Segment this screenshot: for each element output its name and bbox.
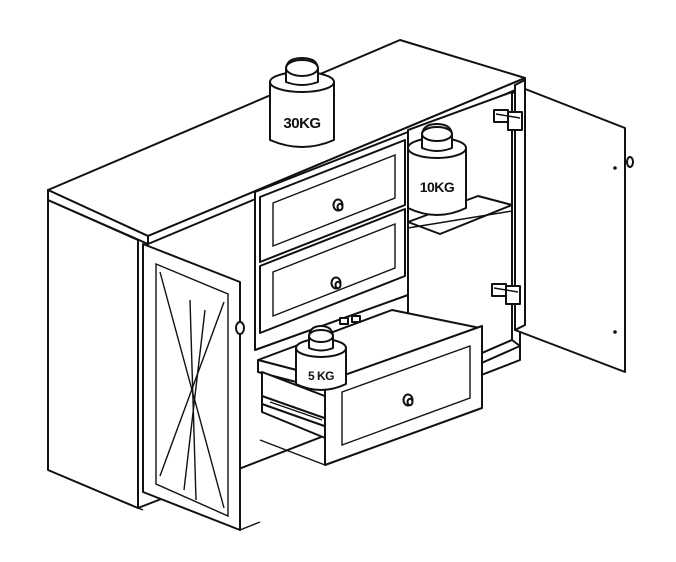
glass-cross-icon [159,271,225,509]
weight-label-5kg: 5 KG [308,369,334,383]
door-knob-icon [626,156,634,168]
drawer-middle[interactable] [259,208,406,334]
door-pin-icon [613,330,617,334]
drawer-knob-icon [330,276,342,290]
weight-top: 30KG [269,57,335,148]
hinge-icon [493,109,523,131]
door-pin-icon [613,166,617,170]
drawer-knob-icon [402,393,414,407]
cabinet-feet [47,439,326,531]
right-door[interactable] [514,79,634,373]
hinge-icon [491,283,521,305]
weight-shelf: 10KG [407,123,467,216]
door-knob-icon [235,321,245,335]
weight-label-10kg: 10KG [420,179,455,195]
weight-drawer: 5 KG [295,325,347,391]
weight-label-30kg: 30KG [283,115,320,132]
left-door[interactable] [142,243,245,531]
drawer-knob-icon [332,198,344,212]
drawer-top[interactable] [259,139,406,263]
